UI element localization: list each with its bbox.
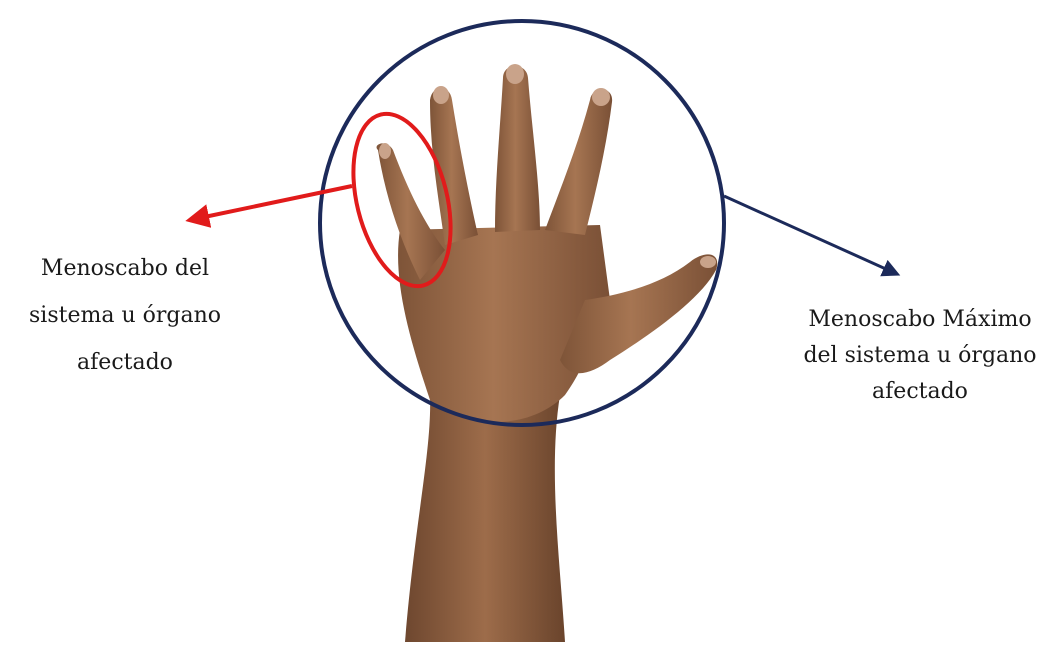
nail-little xyxy=(379,143,391,159)
nail-middle xyxy=(506,64,524,84)
nail-ring xyxy=(433,86,449,104)
hand-illustration xyxy=(377,64,718,642)
left-arrow xyxy=(190,186,352,220)
nail-index xyxy=(592,88,610,106)
nail-thumb xyxy=(700,256,716,268)
forearm xyxy=(405,395,565,642)
right-arrow xyxy=(724,196,897,274)
right-label-line: afectado xyxy=(785,374,1055,410)
right-label: Menoscabo Máximo del sistema u órgano af… xyxy=(785,302,1055,410)
left-label-line: afectado xyxy=(0,339,250,386)
right-label-line: del sistema u órgano xyxy=(785,338,1055,374)
left-label-line: Menoscabo del xyxy=(0,245,250,292)
index-finger xyxy=(545,89,612,235)
left-label: Menoscabo del sistema u órgano afectado xyxy=(0,245,250,386)
middle-finger xyxy=(495,66,540,232)
right-label-line: Menoscabo Máximo xyxy=(785,302,1055,338)
left-label-line: sistema u órgano xyxy=(0,292,250,339)
